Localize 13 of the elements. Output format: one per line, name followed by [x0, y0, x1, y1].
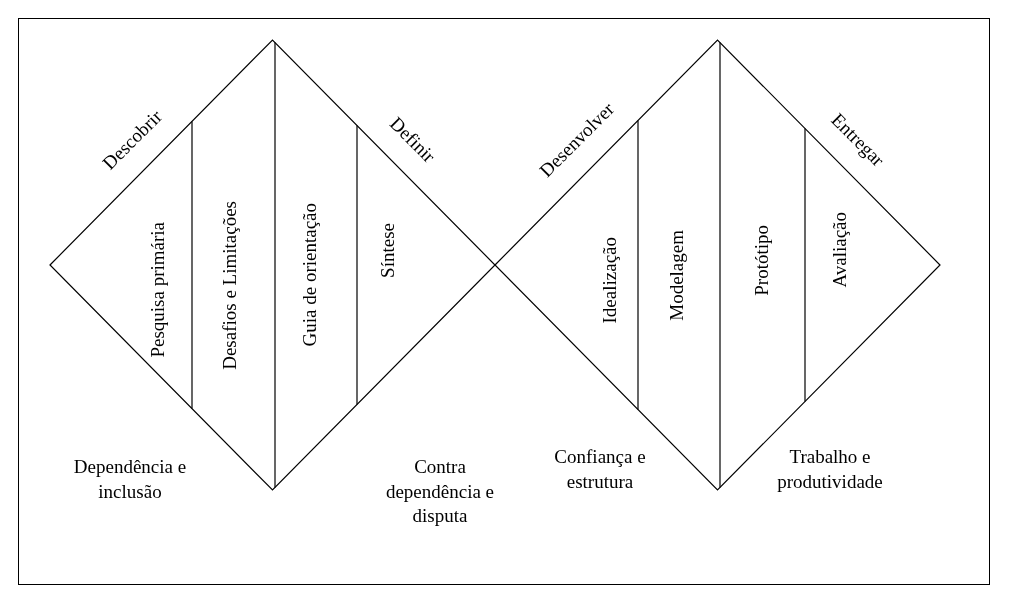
diamond-shape: [495, 40, 940, 490]
stage-label: Desafios e Limitações: [219, 200, 241, 370]
note-text: Confiança e estrutura: [553, 445, 647, 494]
note-text: Contra dependência e disputa: [384, 455, 496, 529]
note-text: Trabalho e produtividade: [776, 445, 884, 494]
stage-label: Avaliação: [829, 212, 851, 288]
note-text: Dependência e inclusão: [72, 455, 188, 504]
stage-label: Síntese: [377, 222, 399, 278]
stage-label: Pesquisa primária: [147, 222, 169, 358]
stage-label: Modelagem: [666, 229, 688, 321]
stage-label: Idealização: [599, 236, 621, 324]
stage-label: Protótipo: [751, 224, 773, 296]
stage-label: Guia de orientação: [299, 203, 321, 347]
